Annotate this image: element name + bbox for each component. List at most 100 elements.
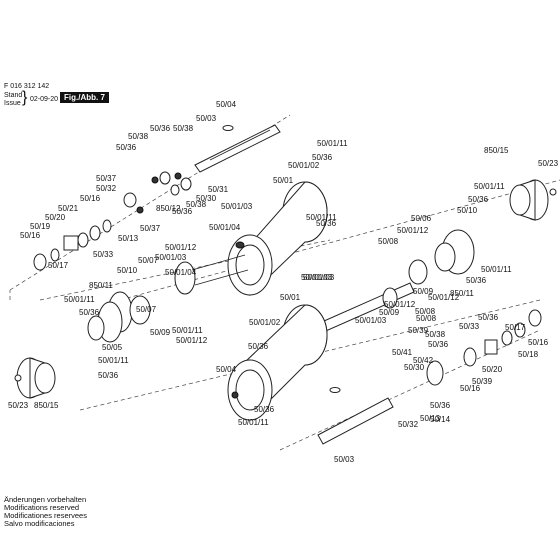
- part-label: 50/21: [58, 204, 79, 213]
- note-de: Änderungen vorbehalten: [4, 495, 87, 504]
- part-label: 50/03: [196, 114, 217, 123]
- lower-drum: [227, 304, 328, 422]
- part-label: 850/11: [89, 281, 113, 290]
- part-label: 50/01/11: [474, 182, 505, 191]
- part-label: 50/36: [172, 207, 193, 216]
- part-label: 50/13: [118, 234, 139, 243]
- part-label: 50/17: [505, 323, 526, 332]
- part-label: 50/19: [30, 222, 51, 231]
- part-label: 50/32: [398, 420, 419, 429]
- part-label: 50/42: [413, 356, 434, 365]
- part-label: 50/36: [316, 219, 337, 228]
- part-label: 50/07: [138, 256, 159, 265]
- part-label: 50/39: [408, 326, 429, 335]
- part-label: 50/01/04: [165, 268, 197, 277]
- part-label: 50/01/11: [481, 265, 512, 274]
- part-label: 50/01/04: [209, 223, 241, 232]
- part-label: 50/36: [254, 405, 275, 414]
- lower-right-parts: [426, 309, 542, 386]
- part-label: 50/36: [312, 153, 333, 162]
- part-label: 50/08: [416, 314, 437, 323]
- part-label: 50/09: [413, 287, 434, 296]
- issue-date: 02-09-20: [30, 96, 59, 103]
- part-label: 50/01/03: [303, 273, 335, 282]
- part-label: 50/16: [20, 231, 41, 240]
- part-label: 50/01: [273, 176, 294, 185]
- part-label: 50/17: [48, 261, 69, 270]
- part-label: 50/20: [482, 365, 503, 374]
- part-label: 50/36: [468, 195, 489, 204]
- part-label: 50/01/02: [288, 161, 320, 170]
- part-label: 50/01/11: [64, 295, 95, 304]
- part-label: 50/01/12: [176, 336, 208, 345]
- part-label: 50/16: [80, 194, 101, 203]
- upper-drum: [227, 181, 328, 297]
- part-label: 50/01/11: [172, 326, 203, 335]
- part-label: 50/01: [280, 293, 301, 302]
- part-label: 50/09: [150, 328, 171, 337]
- part-label: 50/30: [404, 363, 425, 372]
- part-label: 50/33: [459, 322, 480, 331]
- part-label: 50/04: [216, 100, 237, 109]
- note-en: Modifications reserved: [4, 503, 80, 512]
- disc-lower-left: [14, 357, 56, 399]
- part-label: 50/16: [460, 384, 481, 393]
- part-label: 850/12: [156, 204, 181, 213]
- part-label: 50/37: [140, 224, 161, 233]
- part-label: 50/23: [538, 159, 559, 168]
- part-label: 50/01/12: [428, 293, 460, 302]
- part-label: 50/08: [378, 237, 399, 246]
- part-label: 50/39: [472, 377, 493, 386]
- pin-lower: [329, 387, 341, 393]
- part-label: 50/01/02: [249, 318, 281, 327]
- part-label: 50/01/03: [355, 316, 387, 325]
- part-label: 50/36: [478, 313, 499, 322]
- lower-shaft: [317, 397, 394, 445]
- part-label: 50/08: [415, 307, 436, 316]
- pin-upper: [222, 125, 234, 131]
- part-label: 50/38: [186, 200, 207, 209]
- part-label: 50/01/11: [317, 139, 348, 148]
- part-label: 50/36: [98, 371, 119, 380]
- brace-icon: }: [22, 89, 28, 106]
- note-es: Salvo modificaciones: [4, 519, 75, 528]
- part-label: 50/33: [93, 250, 114, 259]
- part-label: 50/23: [8, 401, 29, 410]
- part-label: 50/01/12: [397, 226, 429, 235]
- upper-shaft: [194, 124, 281, 173]
- part-label: 50/38: [425, 330, 446, 339]
- part-label: 850/15: [484, 146, 509, 155]
- part-label: 850/11: [450, 289, 474, 298]
- part-label: 850/15: [34, 401, 59, 410]
- part-label: 50/16: [528, 338, 549, 347]
- part-label: 50/01/03: [301, 273, 333, 282]
- figure-badge: Fig./Abb. 7: [60, 92, 109, 103]
- part-label: 50/01/11: [98, 356, 129, 365]
- part-label: 50/32: [96, 184, 117, 193]
- part-label: 50/09: [379, 308, 400, 317]
- part-label: 50/38: [128, 132, 149, 141]
- part-label: 50/37: [96, 174, 117, 183]
- part-label: 50/03: [334, 455, 355, 464]
- part-label: 50/36: [466, 276, 487, 285]
- part-label: 50/41: [392, 348, 413, 357]
- part-label: 50/14: [430, 415, 451, 424]
- part-code: F 016 312 142: [4, 83, 50, 90]
- part-label: 50/13: [420, 414, 441, 423]
- part-label: 50/01/03: [221, 202, 253, 211]
- part-label: 50/01/11: [238, 418, 269, 427]
- part-label: 50/20: [45, 213, 66, 222]
- part-label: 50/38: [173, 124, 194, 133]
- part-label: 50/36: [428, 340, 449, 349]
- part-label: 50/31: [208, 185, 229, 194]
- left-bearing-stack: [33, 219, 112, 271]
- part-label: 50/36: [116, 143, 137, 152]
- note-fr: Modificationes reservees: [4, 511, 87, 520]
- upper-washers: [123, 171, 192, 214]
- issue-label: Issue: [4, 100, 21, 107]
- part-label: 50/07: [136, 305, 157, 314]
- part-label: 50/04: [216, 365, 237, 374]
